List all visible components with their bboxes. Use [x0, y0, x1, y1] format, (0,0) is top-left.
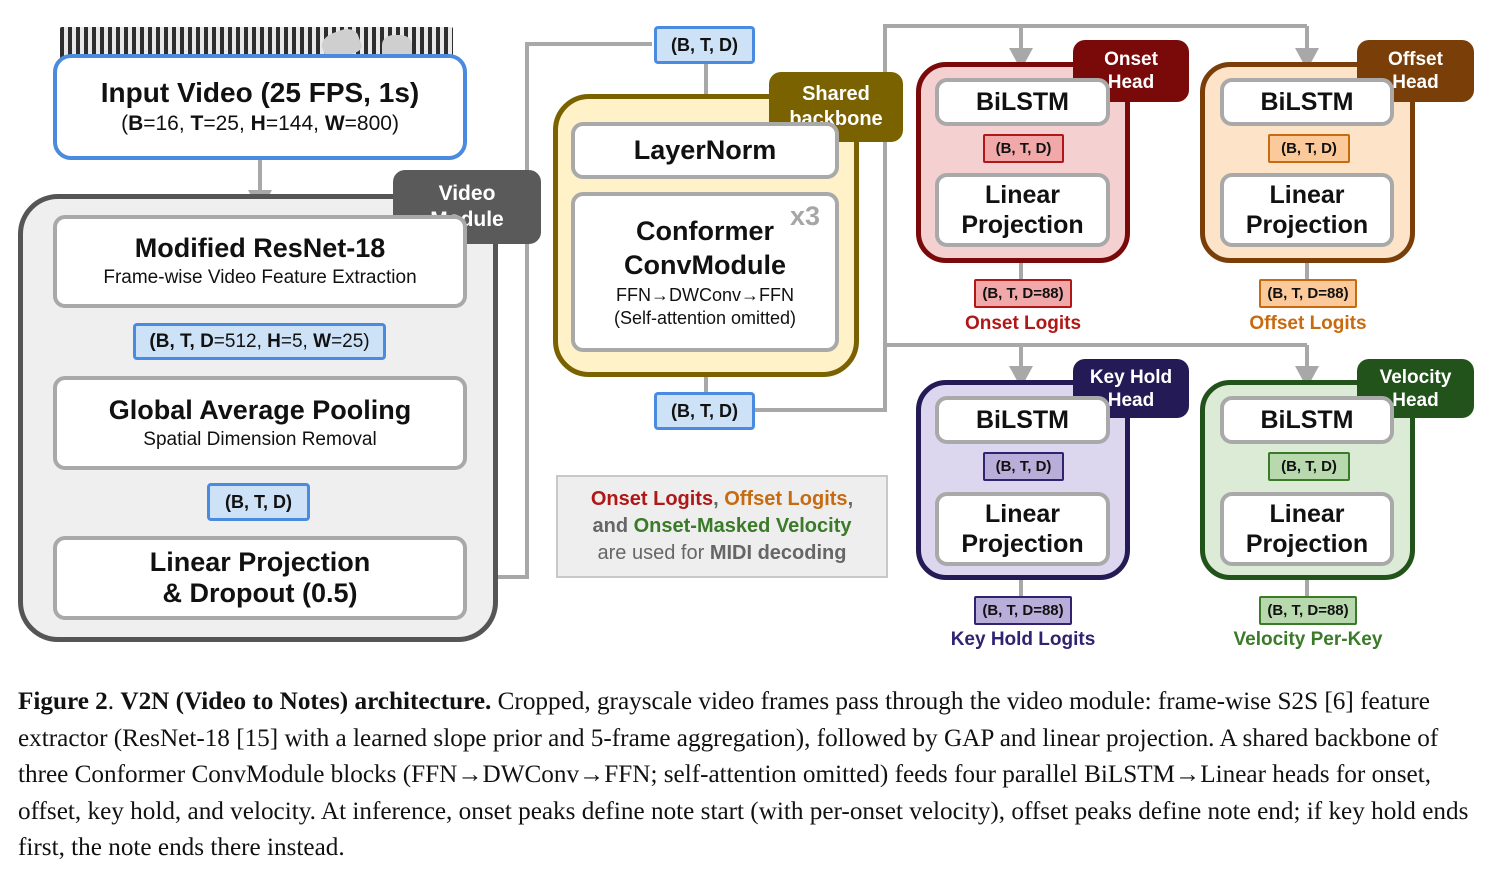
keyhold-mid-shape: (B, T, D) — [983, 452, 1064, 481]
velocity-out-shape: (B, T, D=88) — [1259, 596, 1357, 625]
offset-mid-shape: (B, T, D) — [1268, 134, 1350, 163]
conformer-sub2: (Self-attention omitted) — [613, 308, 797, 328]
caption-title: V2N (Video to Notes) architecture. — [120, 688, 492, 715]
layernorm-box: LayerNorm — [571, 122, 839, 179]
input-video-title: Input Video (25 FPS, 1s) — [100, 77, 420, 108]
resnet-subtitle: Frame-wise Video Feature Extraction — [103, 267, 417, 288]
linear-dropout-line2: & Dropout (0.5) — [162, 578, 358, 608]
conformer-sub1: FFN→DWConv→FFN — [616, 285, 794, 305]
linear-dropout-box: Linear Projection & Dropout (0.5) — [53, 536, 467, 620]
onset-bilstm-box: BiLSTM — [935, 78, 1110, 126]
decoding-legend: Onset Logits, Offset Logits, and Onset-M… — [556, 475, 888, 578]
shape-label-backbone-out: (B, T, D) — [654, 392, 755, 430]
resnet-title: Modified ResNet-18 — [134, 233, 386, 263]
offset-logits-label: Offset Logits — [1249, 313, 1367, 334]
shape-label-gap-out: (B, T, D) — [207, 483, 310, 521]
input-video-dims: (B=16, T=25, H=144, W=800) — [121, 112, 399, 135]
shape-label-backbone-in: (B, T, D) — [654, 26, 755, 64]
gap-title: Global Average Pooling — [108, 394, 412, 425]
offset-out-shape: (B, T, D=88) — [1259, 279, 1357, 308]
keyhold-bilstm-box: BiLSTM — [935, 396, 1110, 444]
onset-out-shape: (B, T, D=88) — [974, 279, 1072, 308]
repeat-count: x3 — [790, 201, 821, 231]
onset-logits-label: Onset Logits — [964, 313, 1082, 334]
keyhold-out-shape: (B, T, D=88) — [974, 596, 1072, 625]
caption-body: Cropped, grayscale video frames pass thr… — [18, 688, 1469, 861]
velocity-mid-shape: (B, T, D) — [1268, 452, 1350, 481]
offset-bilstm-box: BiLSTM — [1220, 78, 1394, 126]
figure-caption: Figure 2. V2N (Video to Notes) architect… — [18, 688, 1469, 861]
keyhold-logits-label: Key Hold Logits — [950, 629, 1096, 650]
caption-label: Figure 2 — [18, 688, 108, 715]
conformer-line2: ConvModule — [624, 250, 786, 280]
conformer-line1: Conformer — [635, 216, 774, 246]
linear-dropout-line1: Linear Projection — [149, 547, 371, 577]
gap-box: Global Average Pooling Spatial Dimension… — [53, 376, 467, 470]
video-module-tag: Video Module — [393, 170, 541, 244]
velocity-logits-label: Velocity Per-Key — [1233, 629, 1383, 650]
gap-subtitle: Spatial Dimension Removal — [143, 428, 377, 450]
resnet-box: Modified ResNet-18 Frame-wise Video Feat… — [53, 215, 467, 308]
input-video-box: Input Video (25 FPS, 1s) (B=16, T=25, H=… — [53, 54, 467, 160]
shape-label-resnet-out: (B, T, D=512, H=5, W=25) — [133, 323, 386, 360]
velocity-bilstm-box: BiLSTM — [1220, 396, 1394, 444]
layernorm-label: LayerNorm — [633, 135, 777, 165]
onset-mid-shape: (B, T, D) — [983, 134, 1064, 163]
conformer-box: Conformer ConvModule FFN→DWConv→FFN (Sel… — [571, 192, 839, 352]
